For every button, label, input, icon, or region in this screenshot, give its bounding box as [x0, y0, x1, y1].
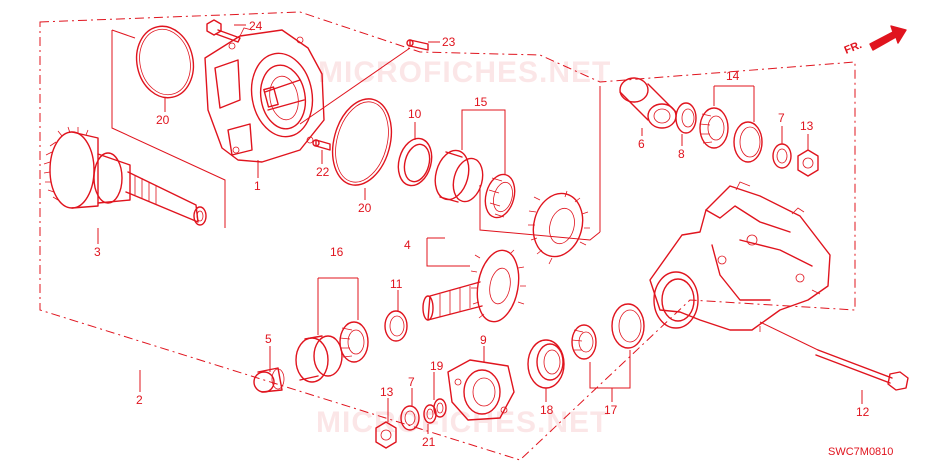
- part-4-gear-set[interactable]: [422, 188, 590, 325]
- part-3-input-shaft[interactable]: [43, 126, 207, 226]
- part-13-nut-upper[interactable]: [797, 149, 819, 177]
- watermark-bottom: MICROFICHES.NET: [316, 406, 609, 439]
- part-14-bracket: [713, 85, 755, 122]
- part-13-nut-lower[interactable]: [375, 421, 397, 449]
- part-14-bearing[interactable]: [699, 107, 763, 163]
- part-22-dowel-pin[interactable]: [312, 139, 331, 151]
- label-13-upper: 13: [800, 119, 814, 133]
- part-8-washer[interactable]: [675, 102, 697, 134]
- part-24-bolt[interactable]: [206, 19, 241, 43]
- label-8: 8: [678, 147, 685, 161]
- label-7-upper: 7: [778, 111, 785, 125]
- label-10: 10: [408, 107, 422, 121]
- bracket-tick: [111, 29, 136, 39]
- part-17-bearing[interactable]: [571, 303, 645, 360]
- label-14: 14: [726, 69, 740, 83]
- label-2: 2: [136, 393, 143, 407]
- label-7-lower: 7: [408, 375, 415, 389]
- part-18-oil-seal[interactable]: [527, 339, 565, 389]
- part-4-leader: [426, 238, 470, 267]
- label-5: 5: [265, 332, 272, 346]
- front-arrow-label: FR.: [843, 39, 864, 57]
- part-23-dowel-pin[interactable]: [406, 39, 429, 51]
- label-23: 23: [442, 35, 456, 49]
- label-15: 15: [474, 95, 488, 109]
- label-6: 6: [638, 137, 645, 151]
- label-16: 16: [330, 245, 344, 259]
- label-19: 19: [430, 359, 444, 373]
- label-20-lower: 20: [358, 201, 372, 215]
- leader-lines: [97, 24, 863, 434]
- part-6-collar[interactable]: [619, 77, 677, 129]
- label-1: 1: [254, 179, 261, 193]
- label-11: 11: [390, 277, 403, 291]
- assembly-boundary: [39, 11, 856, 461]
- part-23-reference-line: [299, 47, 411, 125]
- part-4-bracket: [479, 185, 601, 241]
- part-15-taper-bearing[interactable]: [430, 147, 519, 221]
- part-17-bracket: [589, 350, 631, 389]
- label-3: 3: [94, 245, 101, 259]
- label-9: 9: [480, 333, 487, 347]
- part-1-transfer-housing[interactable]: [204, 27, 325, 163]
- part-7-washer-lower[interactable]: [400, 405, 420, 431]
- watermark-top: MICROFICHES.NET: [318, 56, 611, 89]
- label-12: 12: [856, 405, 870, 419]
- label-20-upper: 20: [156, 113, 170, 127]
- label-17: 17: [604, 403, 618, 417]
- label-22: 22: [316, 165, 330, 179]
- transfer-case-housing[interactable]: [649, 181, 831, 332]
- part-5-sleeve[interactable]: [253, 367, 285, 393]
- part-3-bracket: [111, 30, 226, 228]
- part-20-o-ring-upper[interactable]: [130, 21, 200, 103]
- part-21-washer[interactable]: [423, 404, 437, 424]
- part-11-washer[interactable]: [384, 310, 408, 342]
- label-4: 4: [404, 238, 411, 252]
- part-labels: 24 23 20 1 3 22 20 10 15 4 6 8 14 7 13 1…: [94, 19, 870, 449]
- part-12-long-bolt[interactable]: [759, 321, 909, 391]
- part-20-o-ring-lower[interactable]: [324, 92, 401, 191]
- label-24: 24: [249, 19, 263, 33]
- label-18: 18: [540, 403, 554, 417]
- part-16-bearing-set[interactable]: [295, 321, 369, 383]
- part-9-flange[interactable]: [447, 359, 515, 421]
- label-13-lower: 13: [380, 385, 394, 399]
- part-16-bracket: [317, 277, 359, 335]
- label-21: 21: [422, 435, 436, 449]
- diagram-code: SWC7M0810: [828, 446, 893, 458]
- front-arrow-icon: FR.: [843, 25, 907, 57]
- part-7-washer-upper[interactable]: [772, 143, 792, 169]
- part-10-shim[interactable]: [393, 135, 436, 190]
